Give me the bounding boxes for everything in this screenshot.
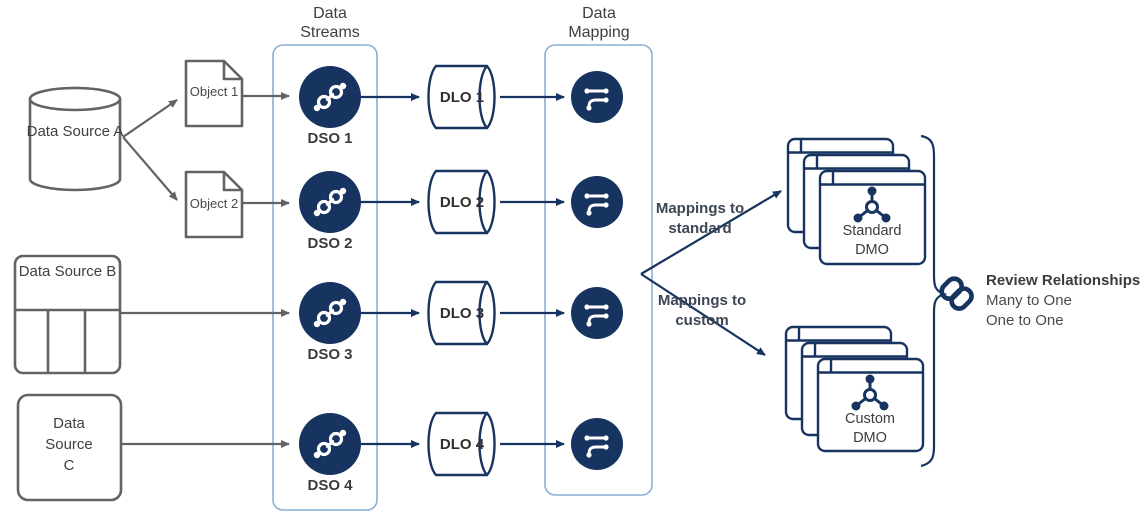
branch-arrows (640, 190, 782, 356)
data-stream-icon (313, 298, 347, 328)
data-streams-column-title: Data Streams (300, 5, 360, 41)
custom-dmo-label: Custom DMO (845, 411, 895, 446)
mappings-to-custom-label: Mappings to custom (657, 292, 747, 329)
table-icon (13, 254, 122, 375)
data-mapping-node (571, 176, 623, 228)
molecule-icon (851, 374, 889, 411)
dso-1-label: DSO 1 (307, 130, 353, 147)
data-stream-icon (313, 187, 347, 217)
dso-2-label: DSO 2 (307, 235, 353, 252)
data-source-b-label: Data Source B (18, 263, 117, 280)
dlo-2-label: DLO 2 (439, 194, 485, 211)
data-mapping-icon (584, 435, 609, 458)
dlo-shape (427, 64, 496, 130)
source-arrows (120, 92, 290, 448)
dlo-shape (427, 280, 496, 346)
rounded-box-icon (16, 393, 123, 502)
data-mapping-icon (584, 193, 609, 216)
review-relationships-one-to-one: One to One (986, 312, 1064, 329)
dmo-card (818, 169, 927, 266)
data-source-a-label: Data Source A (26, 123, 124, 140)
data-mapping-node (571, 71, 623, 123)
data-stream-icon (313, 82, 347, 112)
data-stream-icon (313, 429, 347, 459)
row-1 (299, 64, 623, 130)
review-relationships-title: Review Relationships (986, 272, 1141, 289)
data-mapping-column-frame (544, 44, 653, 496)
standard-dmo-stack (786, 137, 927, 266)
standard-dmo-label: Standard DMO (842, 223, 902, 258)
review-relationships-many-to-one: Many to One (986, 292, 1072, 309)
data-streams-column-frame (272, 44, 378, 511)
pipeline-rows (299, 64, 623, 477)
dso-3-label: DSO 3 (307, 346, 353, 363)
row-2 (299, 169, 623, 235)
data-source-c-label: Data Source C (45, 415, 93, 474)
object-2-label: Object 2 (189, 196, 239, 211)
row-4 (299, 411, 623, 477)
data-mapping-icon (584, 304, 609, 327)
dlo-1-label: DLO 1 (439, 89, 485, 106)
dlo-3-label: DLO 3 (439, 305, 485, 322)
data-mapping-column-title: Data Mapping (568, 5, 630, 41)
data-mapping-node (571, 287, 623, 339)
dlo-shape (427, 169, 496, 235)
dlo-shape (427, 411, 496, 477)
data-mapping-node (571, 418, 623, 470)
object-1-label: Object 1 (189, 84, 239, 99)
mappings-to-standard-label: Mappings to standard (655, 200, 745, 237)
database-cylinder-icon (28, 86, 122, 192)
dso-4-label: DSO 4 (307, 477, 353, 494)
custom-dmo-stack (784, 325, 925, 453)
chain-link-icon (939, 276, 974, 311)
molecule-icon (853, 186, 891, 223)
document-icon (184, 170, 244, 239)
dmo-card (816, 357, 925, 453)
document-icon (184, 59, 244, 128)
review-relationships-block: Review Relationships Many to One One to … (986, 271, 1140, 331)
dlo-4-label: DLO 4 (439, 436, 485, 453)
data-mapping-icon (584, 88, 609, 111)
row-3 (299, 280, 623, 346)
